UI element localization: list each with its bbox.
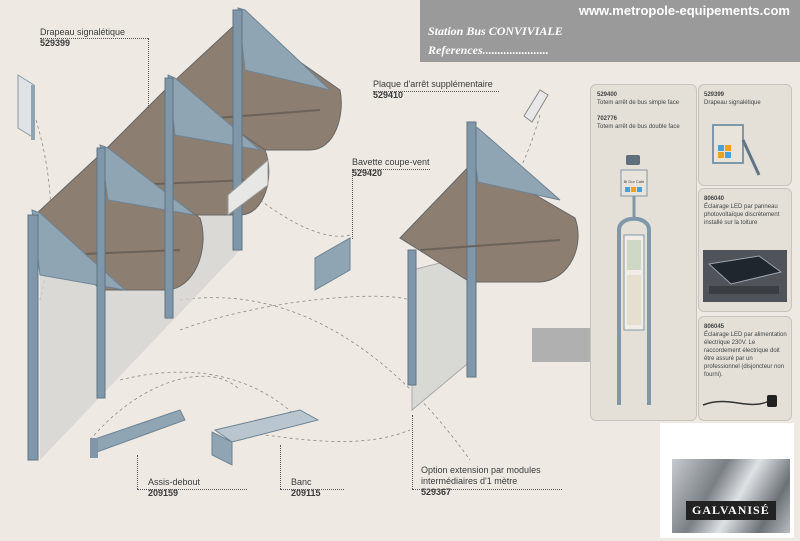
totem-text1: Totem arrêt de bus simple face xyxy=(597,100,680,106)
leader-line xyxy=(40,38,148,39)
drapeau-pole xyxy=(31,85,35,140)
label-banc-title: Banc xyxy=(291,477,312,487)
page-subtitle: References...................... xyxy=(428,43,549,57)
label-plaque: Plaque d'arrêt supplémentaire 529410 xyxy=(373,79,493,101)
panel-drapeau-text: Drapeau signalétique xyxy=(704,100,761,106)
svg-text:Bi Dur Cafe: Bi Dur Cafe xyxy=(624,179,645,184)
totem-ref1: 529400 xyxy=(597,92,618,98)
label-drapeau-title: Drapeau signalétique xyxy=(40,27,126,37)
leader-line xyxy=(373,91,499,92)
led1-block: 806040 Éclairage LED par panneau photovo… xyxy=(704,195,788,227)
drapeau-illustration xyxy=(712,124,761,176)
led2-text: Éclairage LED par alimentation électriqu… xyxy=(704,332,787,378)
label-bavette-ref: 529420 xyxy=(352,168,383,178)
label-option: Option extension par modules intermédiai… xyxy=(421,465,541,498)
leader-line xyxy=(352,169,430,170)
leader-line xyxy=(352,169,353,239)
led-solar-panel: 806040 Éclairage LED par panneau photovo… xyxy=(698,188,792,312)
label-plaque-ref: 529410 xyxy=(373,90,404,100)
bavette-part xyxy=(314,237,351,291)
label-option-ref: 529367 xyxy=(421,487,452,497)
label-drapeau: Drapeau signalétique 529399 xyxy=(40,27,125,49)
led1-ref: 806040 xyxy=(704,196,725,202)
totem-illustration: Bi Dur Cafe xyxy=(617,155,651,405)
drapeau-panel: 529399 Drapeau signalétique xyxy=(698,84,792,186)
leader-line xyxy=(137,489,247,490)
leader-line xyxy=(412,489,562,490)
label-bavette: Bavette coupe-vent 529420 xyxy=(352,157,430,179)
banc-part xyxy=(211,409,320,466)
totem-ref2: 702776 xyxy=(597,116,618,122)
leader-line xyxy=(412,415,413,489)
gray-connector-block xyxy=(532,328,592,362)
power-cable-illustration xyxy=(702,395,777,407)
totem-text2: Totem arrêt de bus double face xyxy=(597,124,680,130)
label-assis-debout: Assis-debout 209159 xyxy=(148,477,200,499)
website-url[interactable]: www.metropole-equipements.com xyxy=(578,3,790,18)
label-assis-title: Assis-debout xyxy=(148,477,201,487)
leader-line xyxy=(280,445,281,489)
galvanise-badge: GALVANISÉ xyxy=(672,459,790,533)
label-option-title-1: Option extension par modules xyxy=(421,465,541,475)
shelter-posts xyxy=(27,9,243,461)
led2-ref: 806045 xyxy=(704,324,725,330)
solar-panel-illustration xyxy=(703,250,787,302)
plaque-part xyxy=(523,89,549,123)
galvanise-label: GALVANISÉ xyxy=(686,501,776,520)
led2-block: 806045 Éclairage LED par alimentation él… xyxy=(704,323,788,379)
leader-line xyxy=(137,455,138,489)
totem-panel: 529400 Totem arrêt de bus simple face 70… xyxy=(590,84,697,421)
leader-line xyxy=(148,38,149,108)
label-option-title-2: intermédiaires d'1 mètre xyxy=(421,476,518,486)
page-title: Station Bus CONVIVIALE xyxy=(428,24,563,38)
totem-ref1-block: 529400 Totem arrêt de bus simple face xyxy=(597,91,687,107)
label-banc-ref: 209115 xyxy=(291,488,321,498)
leader-line xyxy=(280,489,344,490)
assis-debout-part xyxy=(90,409,186,458)
bavette-on-shelter xyxy=(227,158,269,216)
label-banc: Banc 209115 xyxy=(291,477,321,499)
header-banner: www.metropole-equipements.com Station Bu… xyxy=(420,0,800,62)
led-230v-panel: 806045 Éclairage LED par alimentation él… xyxy=(698,316,792,421)
totem-ref2-block: 702776 Totem arrêt de bus double face xyxy=(597,115,687,131)
panel-drapeau-ref: 529399 xyxy=(704,92,725,98)
drapeau-ref-block: 529399 Drapeau signalétique xyxy=(704,91,761,107)
label-assis-ref: 209159 xyxy=(148,488,179,498)
led1-text: Éclairage LED par panneau photovoltaïque… xyxy=(704,204,780,226)
extension-module xyxy=(399,121,579,412)
label-drapeau-ref: 529399 xyxy=(40,38,71,48)
label-plaque-title: Plaque d'arrêt supplémentaire xyxy=(373,79,493,89)
label-bavette-title: Bavette coupe-vent xyxy=(352,157,430,167)
